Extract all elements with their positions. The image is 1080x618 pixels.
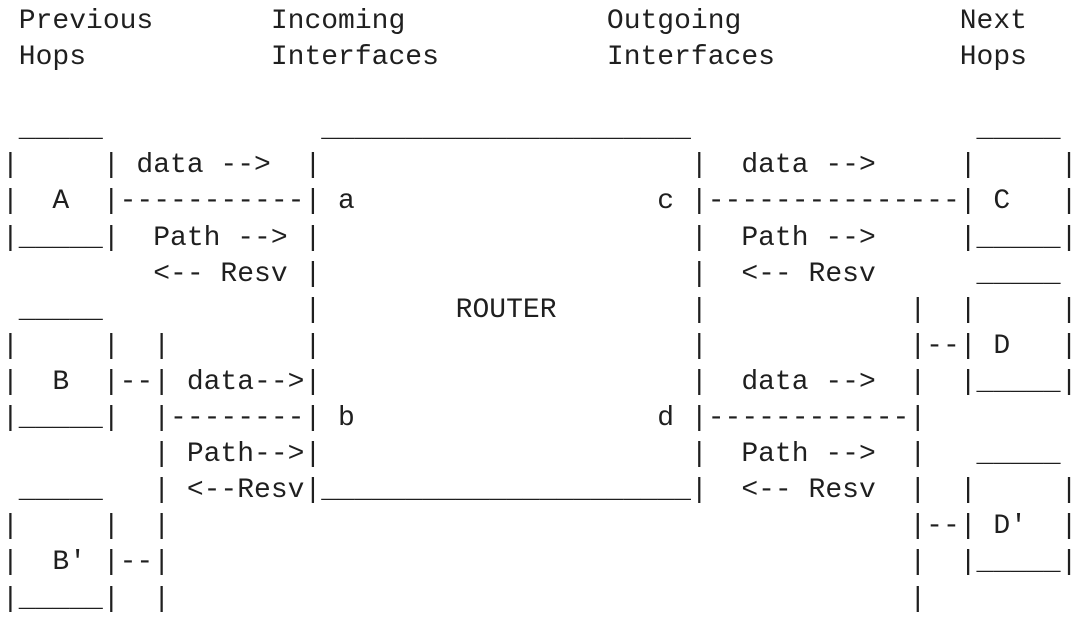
node-d-prime-branch-line: | | | |--| D' | (2, 511, 1078, 543)
path-arrow-line-top: |_____| Path --> | | Path --> |_____| (2, 222, 1078, 254)
data-arrow-line-top: | | data --> | | data --> | | (2, 150, 1078, 182)
path-arrow-line-bottom: | Path-->| | Path --> | _____ (2, 439, 1061, 471)
router-label-line: _____ | ROUTER | | | | (2, 294, 1078, 326)
node-a-to-c-line: | A |-----------| a c |---------------| … (2, 186, 1078, 218)
resv-arrow-line-bottom: _____ | <--Resv|______________________| … (2, 475, 1078, 507)
resv-arrow-line-top: <-- Resv | | <-- Resv _____ (2, 258, 1061, 290)
spacer-line (2, 76, 1080, 112)
node-b-data-line: | B |--| data-->| | data --> | |_____| (2, 366, 1078, 398)
column-headers-line-1: Previous Incoming Outgoing Next (2, 6, 1027, 37)
box-tops-line: _____ ______________________ _____ (2, 114, 1061, 146)
node-d-branch-line: | | | | | |--| D | (2, 330, 1078, 362)
node-b-prime-line: | B' |--| | |_____| (2, 547, 1078, 579)
column-headers-line-2: Hops Interfaces Interfaces Hops (2, 42, 1027, 74)
box-bottoms-line: |_____| | | (2, 583, 927, 615)
node-b-to-d-line: |_____| |--------| b d |------------| (2, 403, 927, 435)
